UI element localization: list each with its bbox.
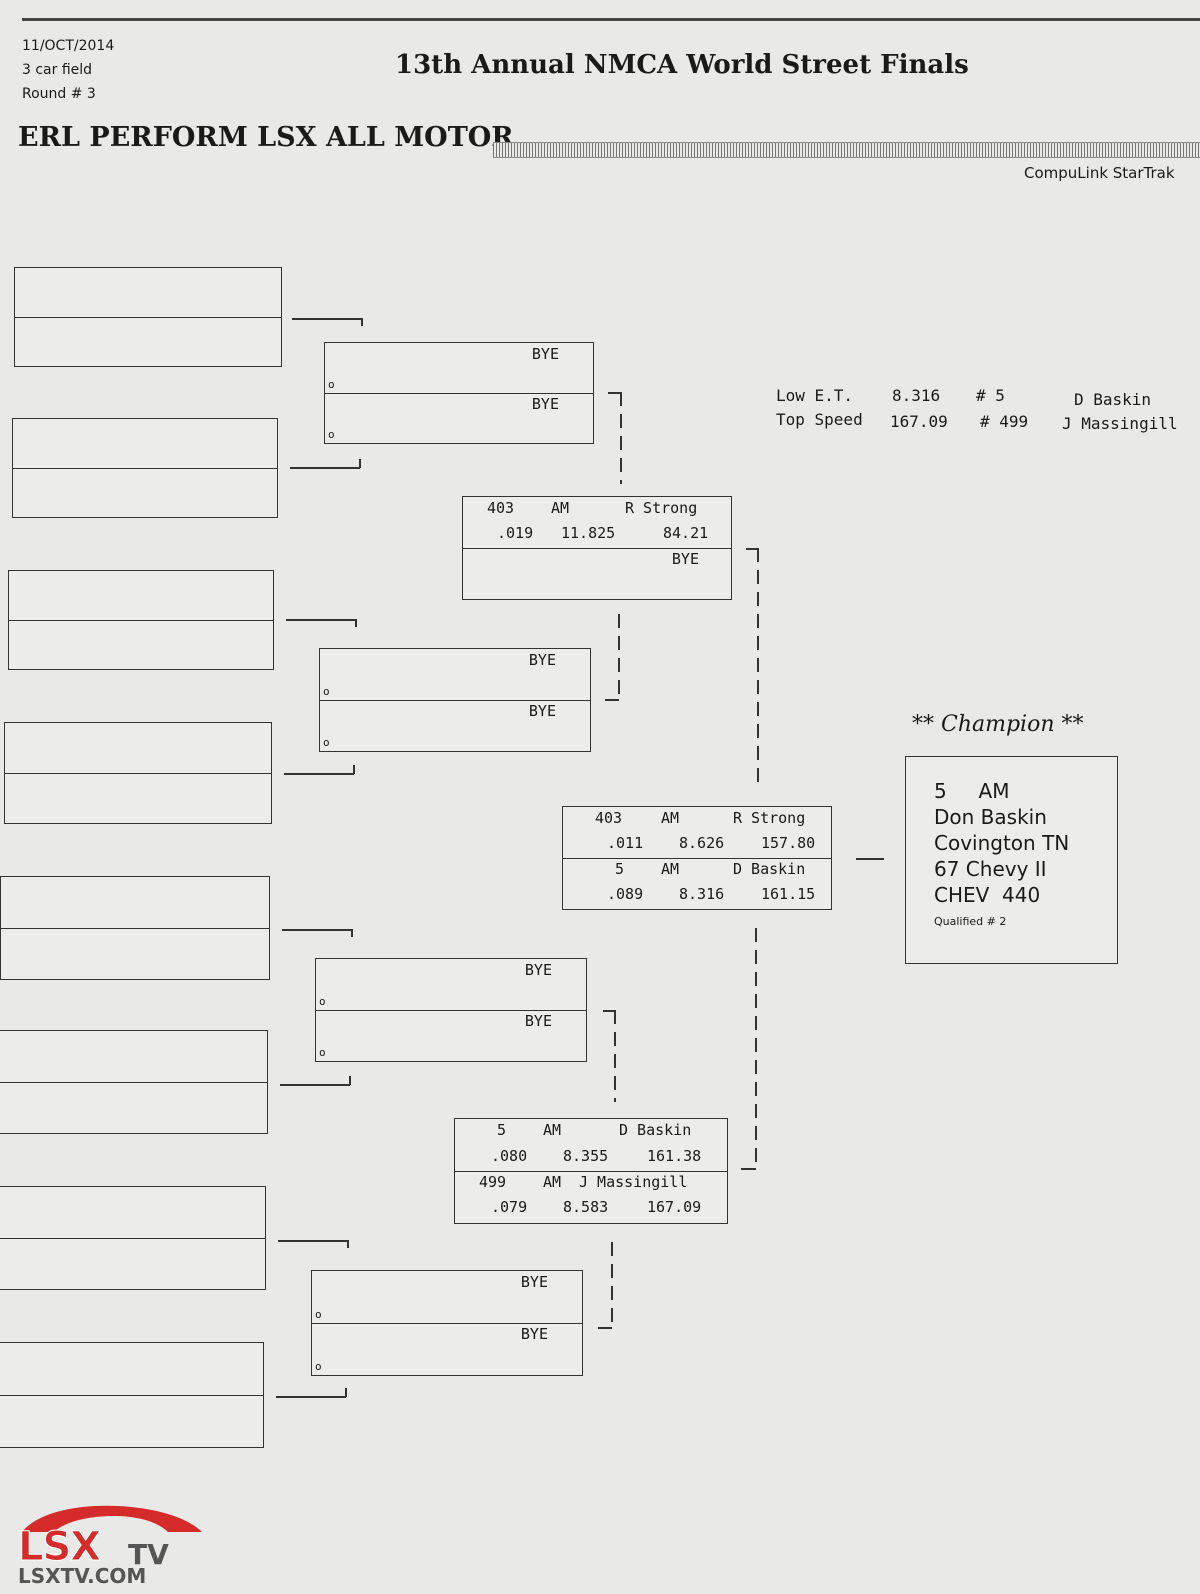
bye-label: BYE bbox=[528, 651, 556, 669]
lsxtv-logo: LSX TV LSXTV.COM bbox=[17, 1498, 208, 1588]
lane-bottom: BYE bbox=[671, 550, 699, 568]
top-speed-car: # 499 bbox=[980, 412, 1029, 431]
round3-box: 5 AM D Baskin .080 8.355 161.38 499 AM J… bbox=[454, 1118, 728, 1224]
connector bbox=[614, 1010, 616, 1102]
lane-marker: o bbox=[315, 1360, 322, 1373]
connector bbox=[284, 773, 354, 775]
connector bbox=[286, 619, 356, 621]
connector bbox=[608, 392, 620, 394]
bye-label: BYE bbox=[524, 1012, 552, 1030]
round1-box bbox=[12, 418, 278, 518]
connector bbox=[620, 392, 622, 484]
lane-top: 5 AM D Baskin .080 8.355 161.38 bbox=[455, 1119, 727, 1172]
connector bbox=[353, 765, 355, 774]
round1-box bbox=[0, 1186, 266, 1290]
round1-box bbox=[0, 876, 270, 980]
low-et-driver: D Baskin bbox=[1074, 390, 1152, 409]
lane-top: 403 AM R Strong .019 11.825 84.21 bbox=[463, 497, 731, 549]
logo-suffix: TV bbox=[128, 1538, 169, 1571]
round1-box bbox=[8, 570, 274, 670]
title-hatch bbox=[493, 142, 1200, 158]
champion-name: Don Baskin bbox=[934, 805, 1047, 829]
connector bbox=[282, 929, 352, 931]
round2-box: BYE o BYE o bbox=[311, 1270, 583, 1376]
connector bbox=[280, 1084, 350, 1086]
event-title: 13th Annual NMCA World Street Finals bbox=[395, 50, 969, 80]
connector bbox=[741, 1168, 756, 1170]
lane-marker: o bbox=[328, 378, 335, 391]
connector bbox=[355, 619, 357, 627]
champion-number: 5 AM bbox=[934, 779, 1010, 803]
bye-label: BYE bbox=[520, 1325, 548, 1343]
connector bbox=[292, 318, 362, 320]
top-speed-label: Top Speed bbox=[776, 410, 863, 429]
lane-top: 403 AM R Strong .011 8.626 157.80 bbox=[563, 807, 831, 859]
class-title: ERL PERFORM LSX ALL MOTOR bbox=[18, 122, 514, 153]
lane-marker: o bbox=[323, 736, 330, 749]
round: Round # 3 bbox=[22, 86, 96, 102]
connector bbox=[757, 548, 759, 790]
lane-marker: o bbox=[328, 428, 335, 441]
date: 11/OCT/2014 bbox=[22, 38, 115, 54]
lane-marker: o bbox=[319, 995, 326, 1008]
connector bbox=[290, 467, 360, 469]
system-name: CompuLink StarTrak bbox=[1024, 164, 1175, 182]
top-speed-driver: J Massingill bbox=[1062, 414, 1178, 433]
header-meta: 11/OCT/2014 3 car field Round # 3 bbox=[22, 34, 114, 106]
top-speed-value: 167.09 bbox=[890, 412, 948, 431]
round1-box bbox=[0, 1030, 268, 1134]
connector bbox=[603, 1010, 615, 1012]
champion-hometown: Covington TN bbox=[934, 831, 1070, 855]
connector bbox=[755, 928, 757, 1168]
champion-qualified: Qualified # 2 bbox=[934, 915, 1007, 928]
connector bbox=[276, 1396, 346, 1398]
connector bbox=[618, 614, 620, 700]
connector bbox=[359, 459, 361, 468]
connector bbox=[351, 929, 353, 937]
lane-marker: o bbox=[319, 1046, 326, 1059]
bye-label: BYE bbox=[520, 1273, 548, 1291]
round2-box: BYE o BYE o bbox=[324, 342, 594, 444]
lane-marker: o bbox=[323, 685, 330, 698]
round2-box: BYE o BYE o bbox=[315, 958, 587, 1062]
champion-label: ** Champion ** bbox=[912, 712, 1084, 737]
connector bbox=[349, 1076, 351, 1085]
connector bbox=[345, 1388, 347, 1397]
low-et-value: 8.316 bbox=[892, 386, 941, 405]
bye-label: BYE bbox=[531, 345, 559, 363]
bye-label: BYE bbox=[528, 702, 556, 720]
round1-box bbox=[4, 722, 272, 824]
low-et-car: # 5 bbox=[976, 386, 1005, 405]
lane-marker: o bbox=[315, 1308, 322, 1321]
round1-box bbox=[14, 267, 282, 367]
connector bbox=[598, 1327, 612, 1329]
connector bbox=[856, 858, 884, 860]
champion-engine: CHEV 440 bbox=[934, 883, 1041, 907]
connector bbox=[605, 699, 619, 701]
round2-box: BYE o BYE o bbox=[319, 648, 591, 752]
logo-brand: LSX bbox=[17, 1524, 101, 1571]
logo-site: LSXTV.COM bbox=[18, 1564, 147, 1588]
connector bbox=[611, 1242, 613, 1328]
car-silhouette-icon bbox=[22, 1505, 202, 1532]
low-et-label: Low E.T. bbox=[776, 386, 854, 405]
field-size: 3 car field bbox=[22, 62, 93, 78]
final-box: 403 AM R Strong .011 8.626 157.80 5 AM D… bbox=[562, 806, 832, 910]
round1-box bbox=[0, 1342, 264, 1448]
lane-bottom: 5 AM D Baskin .089 8.316 161.15 bbox=[607, 860, 816, 903]
champion-box: 5 AM Don Baskin Covington TN 67 Chevy II… bbox=[905, 756, 1118, 964]
round3-box: 403 AM R Strong .019 11.825 84.21 BYE bbox=[462, 496, 732, 600]
connector bbox=[746, 548, 758, 550]
connector bbox=[347, 1240, 349, 1248]
header-rule bbox=[22, 18, 1200, 21]
connector bbox=[278, 1240, 348, 1242]
lane-bottom: 499 AM J Massingill .079 8.583 167.09 bbox=[479, 1173, 702, 1216]
bye-label: BYE bbox=[531, 395, 559, 413]
champion-car: 67 Chevy II bbox=[934, 857, 1047, 881]
connector bbox=[361, 318, 363, 326]
bye-label: BYE bbox=[524, 961, 552, 979]
